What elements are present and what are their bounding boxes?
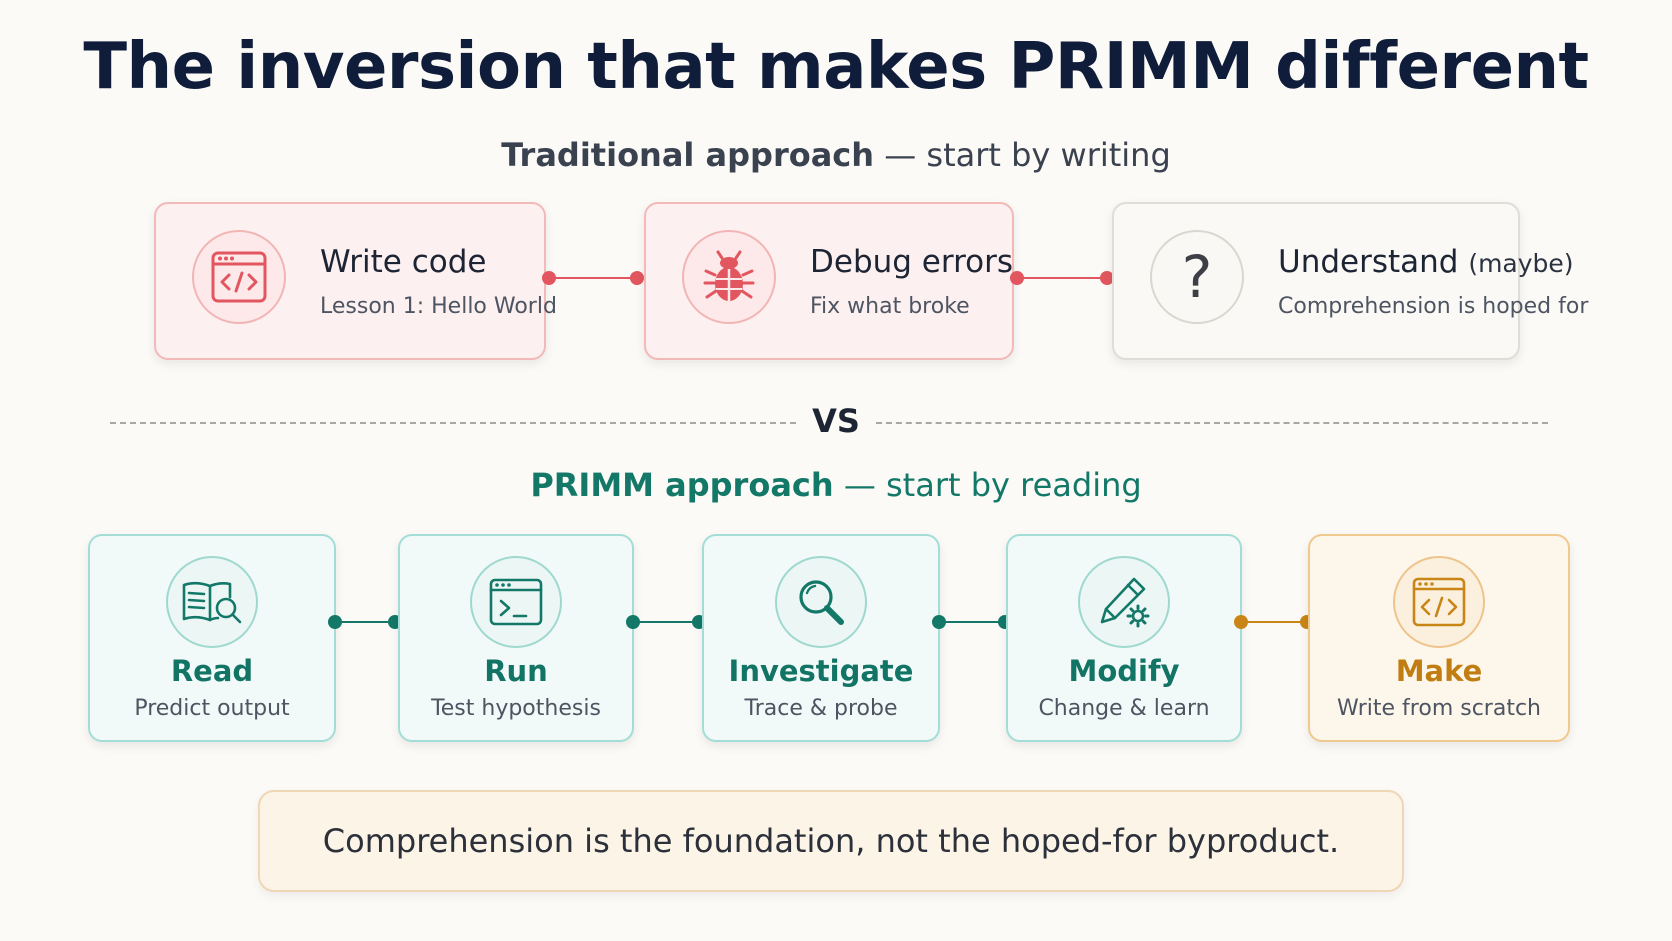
traditional-step-understand: ? Understand (maybe) Comprehension is ho… — [1112, 202, 1588, 360]
step-title: Write code — [320, 244, 487, 280]
primm-connector-4 — [1234, 612, 1314, 632]
step-subtitle: Write from scratch — [1336, 696, 1541, 721]
step-title: Understand (maybe) — [1278, 244, 1574, 280]
step-subtitle: Trace & probe — [744, 696, 898, 721]
step-subtitle: Lesson 1: Hello World — [320, 294, 557, 319]
primm-heading-strong: PRIMM approach — [530, 466, 834, 504]
magnifier-icon — [799, 580, 844, 625]
primm-heading-rest: — start by reading — [833, 466, 1142, 504]
primm-step-modify: Modify Change & learn — [1006, 534, 1242, 742]
understand-icon-circle: ? — [1150, 230, 1244, 324]
traditional-heading-rest: — start by writing — [874, 136, 1171, 174]
step-subtitle: Test hypothesis — [431, 696, 601, 721]
vs-label: VS — [812, 402, 860, 440]
primm-step-investigate: Investigate Trace & probe — [702, 534, 940, 742]
traditional-connector-1 — [542, 268, 644, 288]
traditional-connector-2 — [1010, 268, 1114, 288]
step-subtitle: Comprehension is hoped for — [1278, 294, 1589, 319]
divider-right — [876, 422, 1548, 424]
terminal-icon — [489, 578, 543, 626]
traditional-step-debug-errors: Debug errors Fix what broke — [644, 202, 1014, 360]
read-icon-circle — [166, 556, 258, 648]
traditional-heading-strong: Traditional approach — [501, 136, 875, 174]
step-title: Investigate — [728, 654, 914, 688]
make-icon-circle — [1393, 556, 1485, 648]
step-title-text: Understand — [1278, 244, 1459, 280]
primm-step-run: Run Test hypothesis — [398, 534, 634, 742]
pencil-gear-icon — [1100, 577, 1150, 628]
code-window-icon — [1412, 577, 1466, 627]
step-subtitle: Fix what broke — [810, 294, 970, 319]
step-title-suffix: (maybe) — [1468, 249, 1574, 278]
primm-heading: PRIMM approach — start by reading — [0, 466, 1672, 504]
traditional-heading: Traditional approach — start by writing — [0, 136, 1672, 174]
footer-callout: Comprehension is the foundation, not the… — [258, 790, 1404, 892]
primm-step-make: Make Write from scratch — [1308, 534, 1570, 742]
primm-connector-2 — [626, 612, 706, 632]
question-mark-icon: ? — [1181, 243, 1213, 311]
step-title: Read — [170, 654, 254, 688]
book-search-icon — [182, 581, 242, 624]
step-title: Debug errors — [810, 244, 1013, 280]
step-title: Modify — [1068, 654, 1180, 688]
step-subtitle: Change & learn — [1038, 696, 1210, 721]
investigate-icon-circle — [775, 556, 867, 648]
write-code-icon-circle — [192, 230, 286, 324]
traditional-step-write-code: Write code Lesson 1: Hello World — [154, 202, 557, 360]
primm-step-read: Read Predict output — [88, 534, 336, 742]
run-icon-circle — [470, 556, 562, 648]
page-title: The inversion that makes PRIMM different — [83, 30, 1589, 104]
primm-connector-1 — [328, 612, 402, 632]
code-window-icon — [211, 251, 267, 303]
step-subtitle: Predict output — [134, 696, 290, 721]
step-title: Make — [1395, 654, 1483, 688]
divider-left — [110, 422, 796, 424]
bug-icon — [703, 250, 755, 301]
modify-icon-circle — [1078, 556, 1170, 648]
step-title: Run — [484, 654, 548, 688]
debug-errors-icon-circle — [682, 230, 776, 324]
primm-connector-3 — [932, 612, 1012, 632]
